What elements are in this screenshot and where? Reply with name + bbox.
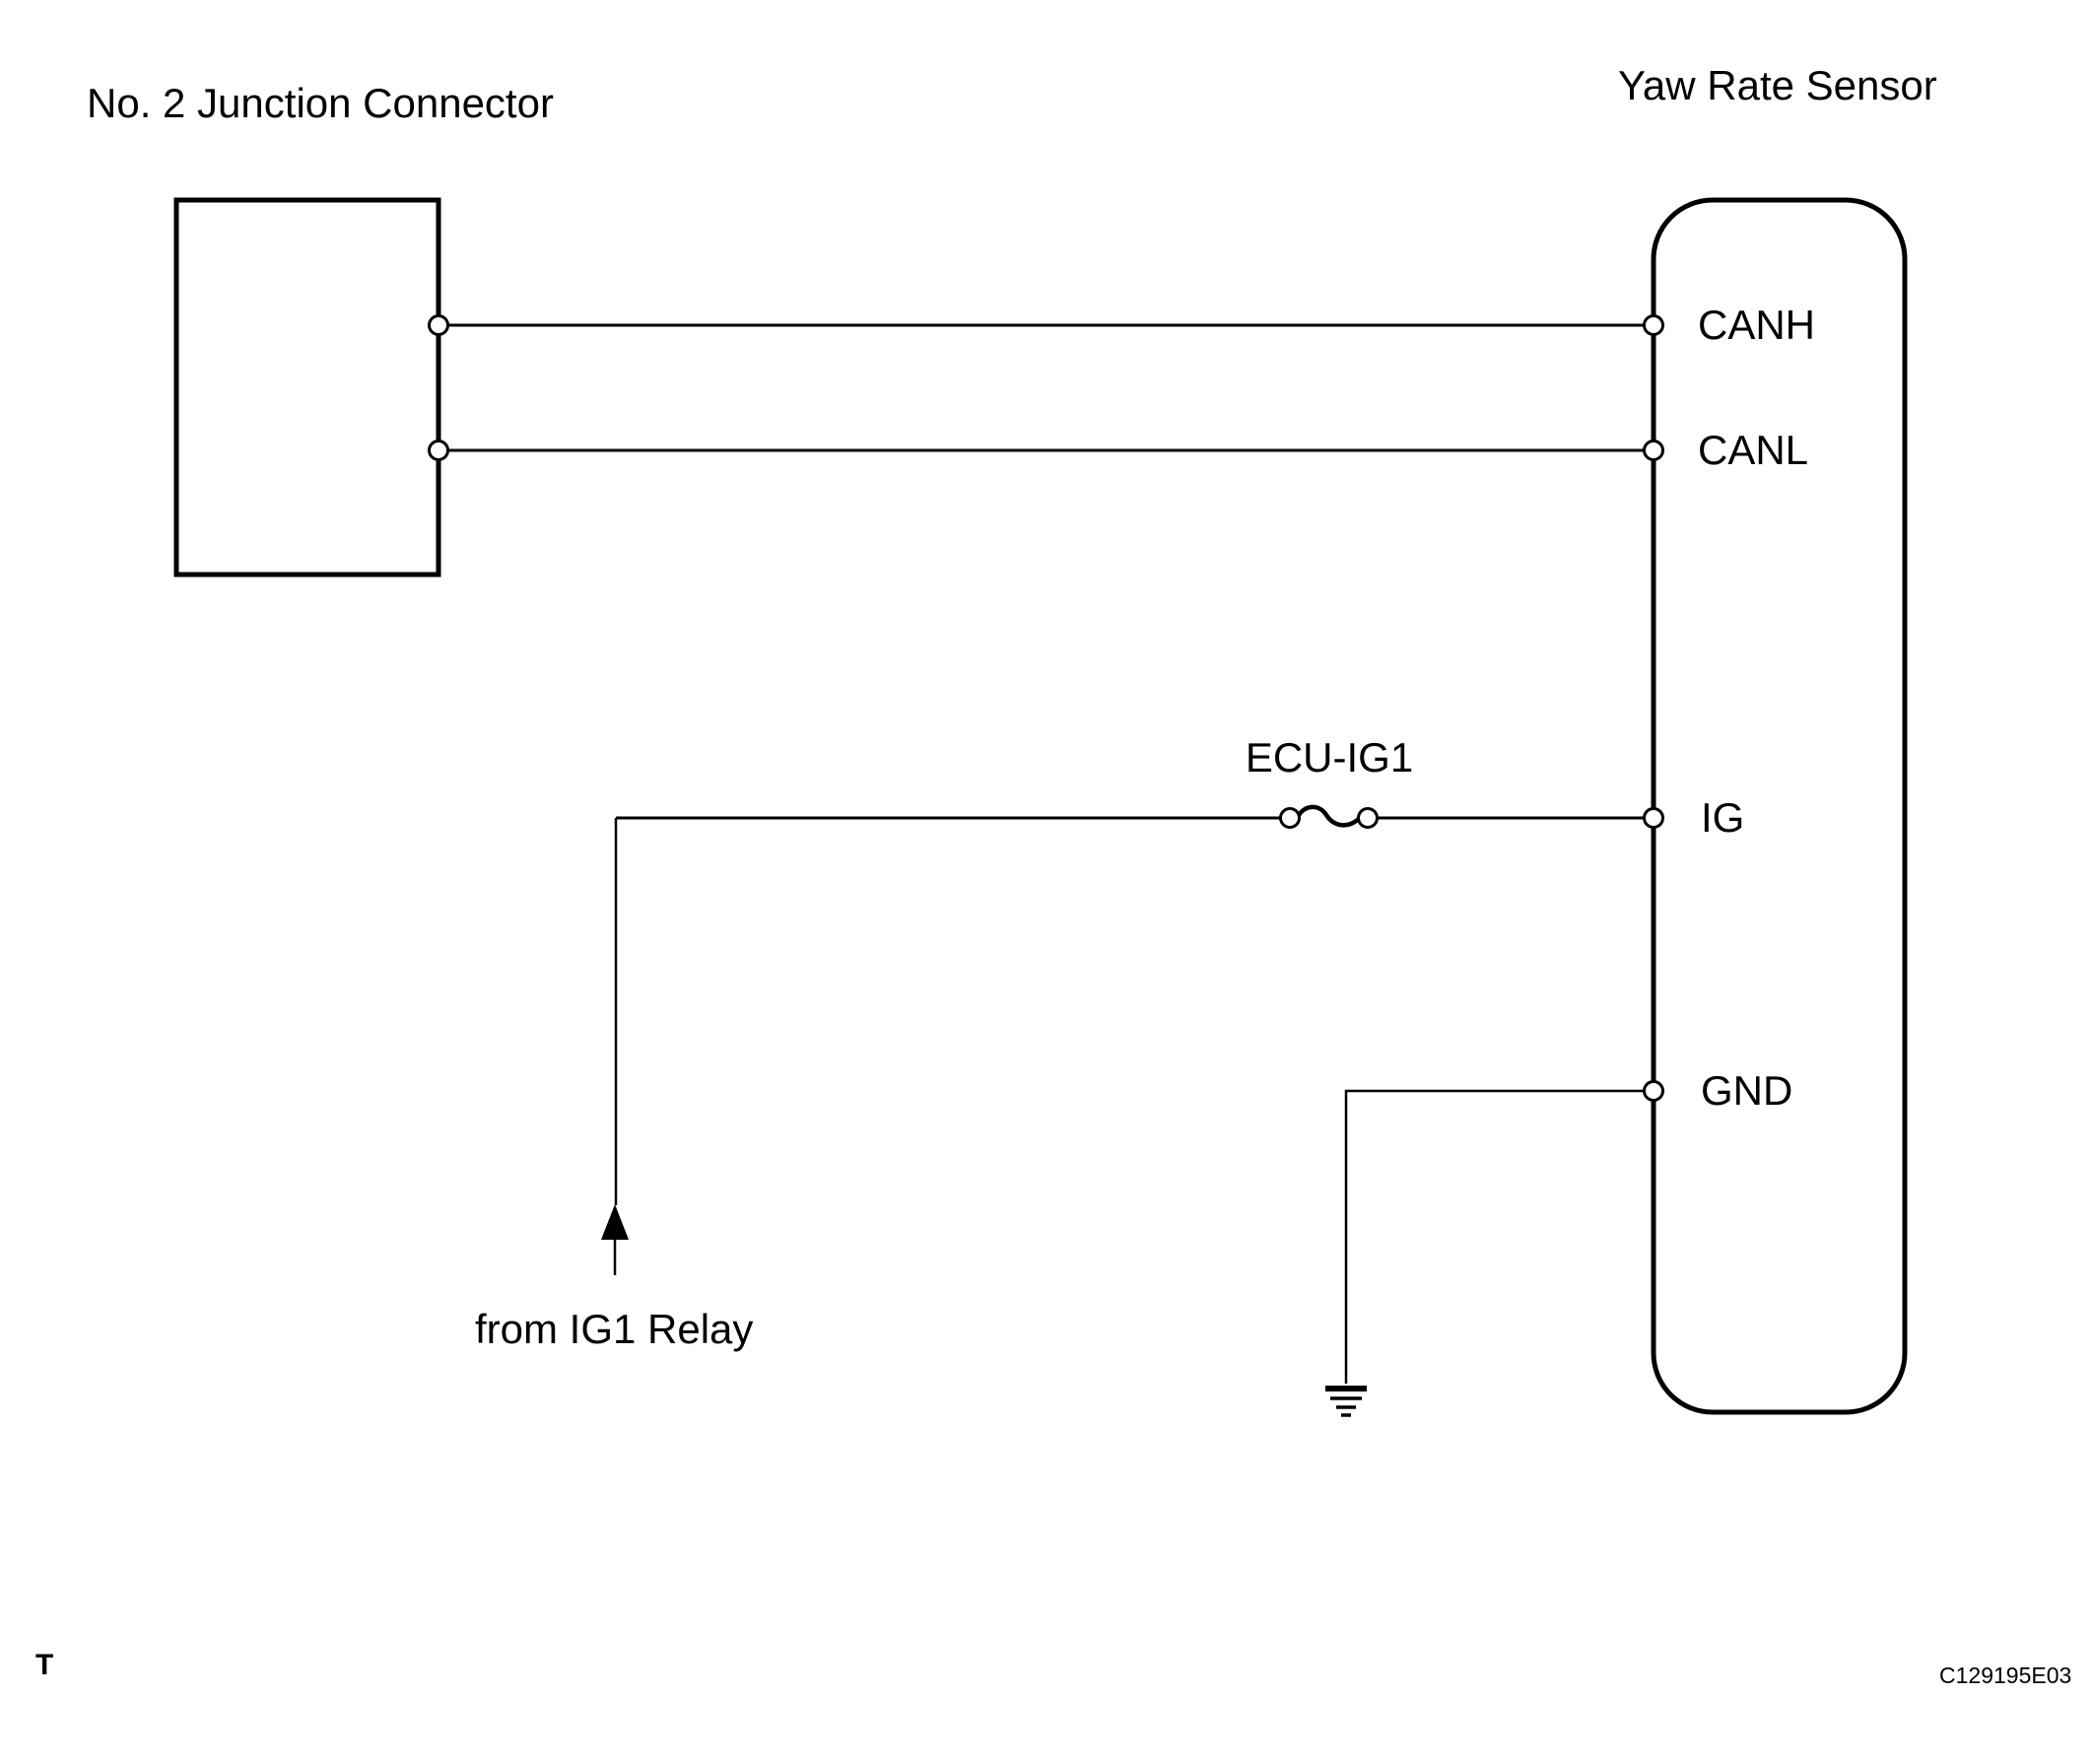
junction-terminal-canl <box>428 440 449 461</box>
sensor-title: Yaw Rate Sensor <box>1618 62 1937 108</box>
junction-connector-box <box>173 197 441 577</box>
arrow-up-icon <box>601 1204 629 1240</box>
sensor-terminal-gnd <box>1643 1080 1664 1102</box>
pin-label-canh: CANH <box>1698 302 1816 348</box>
sensor-terminal-ig <box>1643 807 1664 829</box>
pin-label-canl: CANL <box>1698 427 1809 473</box>
power-source-note: from IG1 Relay <box>475 1306 754 1352</box>
fuse-label: ECU-IG1 <box>1245 734 1414 780</box>
pin-label-gnd: GND <box>1701 1067 1793 1114</box>
junction-terminal-canh <box>428 314 449 336</box>
page-marker: T <box>35 1649 54 1681</box>
figure-code: C129195E03 <box>1939 1662 2072 1688</box>
sensor-terminal-canh <box>1643 314 1664 336</box>
fuse-terminal-right <box>1357 807 1379 829</box>
sensor-terminal-canl <box>1643 440 1664 461</box>
pin-label-ig: IG <box>1701 794 1745 841</box>
yaw-rate-sensor-box <box>1651 197 1908 1415</box>
fuse-terminal-left <box>1279 807 1301 829</box>
gnd-wire <box>1344 1089 1654 1384</box>
junction-connector-title: No. 2 Junction Connector <box>87 80 554 126</box>
fuse-icon <box>1295 804 1362 828</box>
